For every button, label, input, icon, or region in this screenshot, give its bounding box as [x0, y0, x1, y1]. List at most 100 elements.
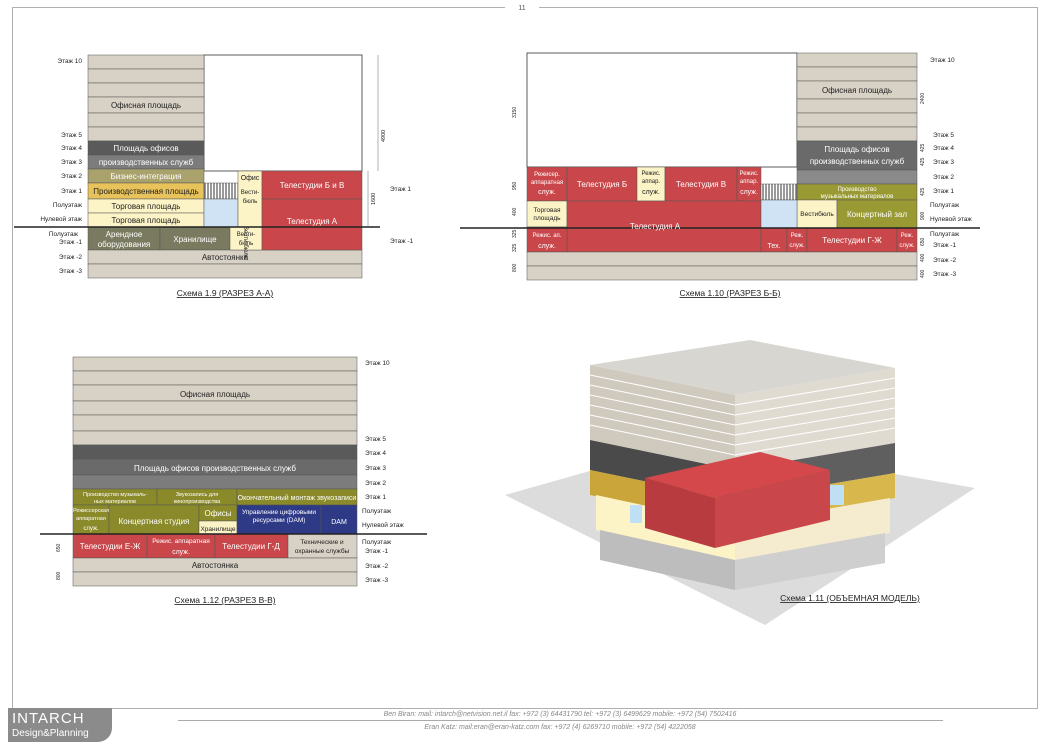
s110-floor-5: Этаж 5: [933, 132, 954, 139]
label-sound2: кинопроизводства: [174, 499, 221, 505]
label-vest-top2: бюль: [243, 199, 257, 205]
label-rental1: Арендное: [106, 230, 143, 239]
logo-line2: Design&Planning: [12, 728, 89, 739]
s110-dim-800: 800: [512, 263, 518, 272]
s19-m1: Этаж -1: [59, 239, 83, 246]
s110-floor-10: Этаж 10: [930, 57, 955, 64]
label-trade1: Торговая площадь: [112, 202, 181, 211]
label-prod1: Площадь офисов: [824, 145, 889, 154]
label-prod1: Площадь офисов: [113, 144, 178, 153]
label-vest-bot2: бюль: [239, 241, 253, 247]
volumetric-model: Схема 1.11 (ОБЪЕМНАЯ МОДЕЛЬ): [505, 340, 975, 625]
s19-half: Полуэтаж: [53, 202, 83, 209]
label-vest-top1: Вести-: [241, 190, 259, 196]
label-vest-bot1: Вести-: [237, 232, 255, 238]
label-rezh2: аппар.: [642, 179, 661, 185]
s110-zero: Нулевой этаж: [930, 215, 972, 223]
studio-a: [261, 198, 363, 251]
label-office: Офисная площадь: [180, 390, 250, 399]
label-dam2: ресурсами (DAM): [253, 517, 306, 524]
s110-half: Полуэтаж: [930, 202, 960, 209]
s112-m1: Этаж -1: [365, 548, 389, 555]
concert-hall: [836, 199, 918, 229]
s112-floor-3: Этаж 3: [365, 465, 386, 472]
label-reg1: Режиссерская: [73, 508, 109, 514]
label-studio-gd: Телестудии Г-Д: [222, 542, 280, 551]
s110-m1: Этаж -1: [933, 242, 957, 249]
section-a-a: Офисная площадь Площадь офисов производс…: [14, 54, 414, 298]
label-music2: музыкальных материалов: [821, 194, 894, 200]
dam-area: [236, 504, 322, 535]
s19-floor-5: Этаж 5: [61, 132, 82, 139]
label-dam1: Управление цифровыми: [242, 509, 316, 516]
s19-right-m1: Этаж -1: [390, 238, 414, 245]
floor-10: [87, 54, 205, 70]
label-storage: Хранилище: [200, 526, 235, 533]
label-tech2: охранные службы: [295, 547, 350, 555]
label-reg3: служ.: [83, 526, 99, 532]
label-rental2: оборудования: [98, 240, 151, 249]
s19-dim-1600: 1600: [371, 193, 377, 205]
s19-right-f1: Этаж 1: [390, 186, 411, 193]
s110-dim-400b: 400: [920, 253, 926, 262]
s110-floor-3: Этаж 3: [933, 159, 954, 166]
s19-m3: Этаж -3: [59, 268, 83, 275]
s110-floor-2: Этаж 2: [933, 174, 954, 181]
label-parking: Автостоянка: [202, 253, 249, 262]
studio-e-zh: [72, 533, 148, 559]
label-office-small: Офис: [241, 175, 260, 182]
s110-dim-400c: 400: [920, 269, 926, 278]
page-number: 11: [505, 3, 539, 15]
footer-line1: Ben Biran: mail: intarch@netvision.net.i…: [383, 711, 737, 718]
label-rezh2: служ.: [172, 549, 190, 556]
s112-half: Полуэтаж: [362, 508, 392, 515]
caption-1-12: Схема 1.12 (РАЗРЕЗ В-В): [174, 595, 275, 605]
label-studio-gzh: Телестудии Г-Ж: [822, 236, 882, 245]
s19-half2: Полуэтаж: [49, 231, 79, 238]
s112-floor-2: Этаж 2: [365, 480, 386, 487]
s110-dim-425c: 425: [920, 187, 926, 196]
s110-dim-425b: 425: [920, 157, 926, 166]
label-rezh-short2: Реж.: [901, 233, 914, 239]
s112-m3: Этаж -3: [365, 577, 389, 584]
label-prod: Площадь офисов производственных служб: [134, 464, 296, 473]
label-sound1: Звукозапись для: [176, 492, 219, 498]
section-v-v: Офисная площадь Площадь офисов производс…: [40, 356, 427, 605]
label-parking: Автостоянка: [192, 561, 239, 570]
caption-1-11: Схема 1.11 (ОБЪЕМНАЯ МОДЕЛЬ): [780, 593, 920, 603]
label-studio-a: Телестудия А: [630, 222, 681, 231]
label-sluzh2: служ.: [740, 189, 758, 196]
s112-m2: Этаж -2: [365, 563, 389, 570]
label-offices: Офисы: [204, 509, 231, 518]
label-storage: Хранилище: [173, 235, 217, 244]
label-concert: Концертный зал: [847, 210, 907, 219]
s110-dim-900: 900: [920, 211, 926, 220]
label-rezh-ap: Режис. ап.: [533, 233, 562, 239]
s110-half2: Полуэтаж: [930, 231, 960, 238]
label-trade2: площадь: [533, 215, 561, 222]
label-industrial: Производственная площадь: [93, 187, 198, 196]
caption-1-10: Схема 1.10 (РАЗРЕЗ Б-Б): [680, 288, 781, 298]
label-biz: Бизнес-интеграция: [110, 172, 181, 181]
label-office: Офисная площадь: [111, 101, 181, 110]
label-music2: ных материалов: [94, 499, 136, 505]
studio-b: [566, 166, 638, 202]
upper-outline: [203, 54, 363, 172]
label-rezh2b: аппар.: [740, 179, 759, 185]
label-reg3: служ.: [538, 189, 556, 196]
label-studio-bv: Телестудии Б и В: [280, 181, 345, 190]
s112-floor-4: Этаж 4: [365, 450, 386, 457]
label-mix: Окончательный монтаж звукозаписи: [238, 494, 357, 502]
s19-vest-vertical: Вести-бюль: [242, 226, 248, 259]
s19-floor-1: Этаж 1: [61, 188, 82, 195]
label-rezh1: Режис. аппаратная: [152, 538, 210, 545]
s19-floor-3: Этаж 3: [61, 159, 82, 166]
label-concert: Концертная студия: [119, 517, 190, 526]
label-trade1: Торговая: [533, 207, 561, 214]
label-rezh1: Режис.: [641, 171, 660, 177]
s110-dim-650: 650: [920, 237, 926, 246]
caption-1-9: Схема 1.9 (РАЗРЕЗ А-А): [177, 288, 274, 298]
label-studio-v: Телестудия В: [676, 180, 726, 189]
s19-m2: Этаж -2: [59, 254, 83, 261]
